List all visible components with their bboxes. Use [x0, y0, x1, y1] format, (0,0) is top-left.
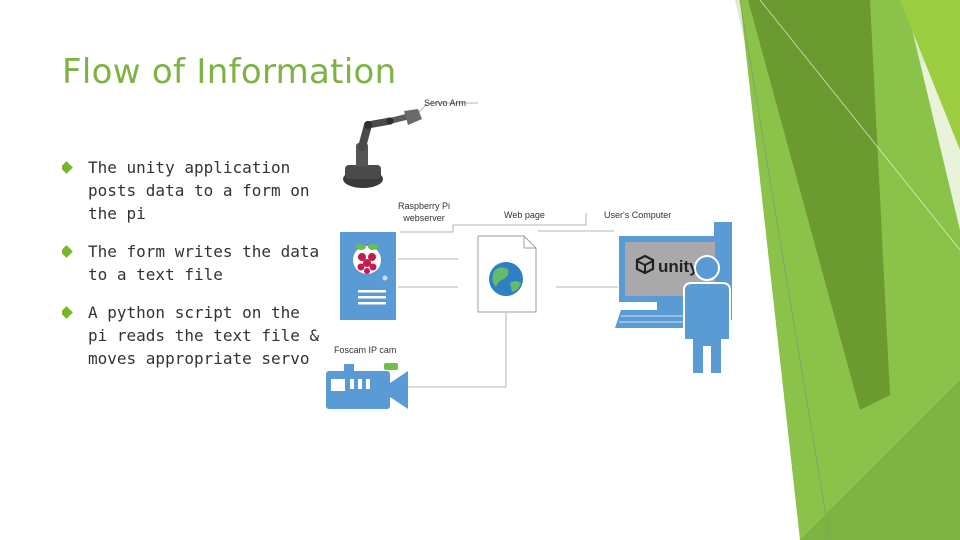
- users-computer-label: User's Computer: [604, 210, 671, 220]
- bullet-item: A python script on the pi reads the text…: [62, 301, 324, 370]
- connector-cam-to-page: [406, 313, 507, 388]
- web-page-label: Web page: [504, 210, 545, 220]
- unity-logo-icon: [635, 254, 655, 275]
- decoration-line: [759, 0, 960, 251]
- diamond-bullet-icon: [62, 306, 73, 319]
- connectors: [398, 102, 618, 388]
- raspberry-pi-label-line1: Raspberry Pi: [398, 201, 450, 211]
- green-decoration-bright: [900, 0, 960, 150]
- slide-title: Flow of Information: [62, 52, 397, 92]
- user-person-icon: [683, 255, 731, 375]
- bullet-text: The unity application posts data to a fo…: [88, 158, 310, 223]
- bullet-text: The form writes the data to a text file: [88, 242, 320, 284]
- unity-logo-text: unity: [658, 257, 699, 276]
- diamond-bullet-icon: [62, 161, 73, 174]
- ip-cam-label: Foscam IP cam: [334, 345, 396, 355]
- raspberry-pi-server-icon: [340, 232, 396, 320]
- flow-diagram: unity Servo Arm Raspberry Pi: [326, 98, 732, 409]
- diamond-bullet-icon: [62, 245, 73, 258]
- bullet-list: The unity application posts data to a fo…: [62, 156, 324, 385]
- video-camera-icon: [326, 363, 408, 409]
- connector-pi-to-page-top: [400, 213, 587, 233]
- green-decoration-dark: [748, 0, 890, 410]
- green-decoration-bottom: [800, 380, 960, 540]
- bullet-text: A python script on the pi reads the text…: [88, 303, 320, 368]
- raspberry-pi-label-line2: webserver: [402, 213, 445, 223]
- decoration-line: [739, 0, 831, 540]
- bullet-item: The form writes the data to a text file: [62, 240, 324, 286]
- web-page-globe-icon: [477, 235, 537, 313]
- connector-servo-label: [417, 102, 478, 114]
- robot-arm-icon: [343, 109, 422, 188]
- servo-arm-label: Servo Arm: [424, 98, 466, 108]
- bullet-item: The unity application posts data to a fo…: [62, 156, 324, 225]
